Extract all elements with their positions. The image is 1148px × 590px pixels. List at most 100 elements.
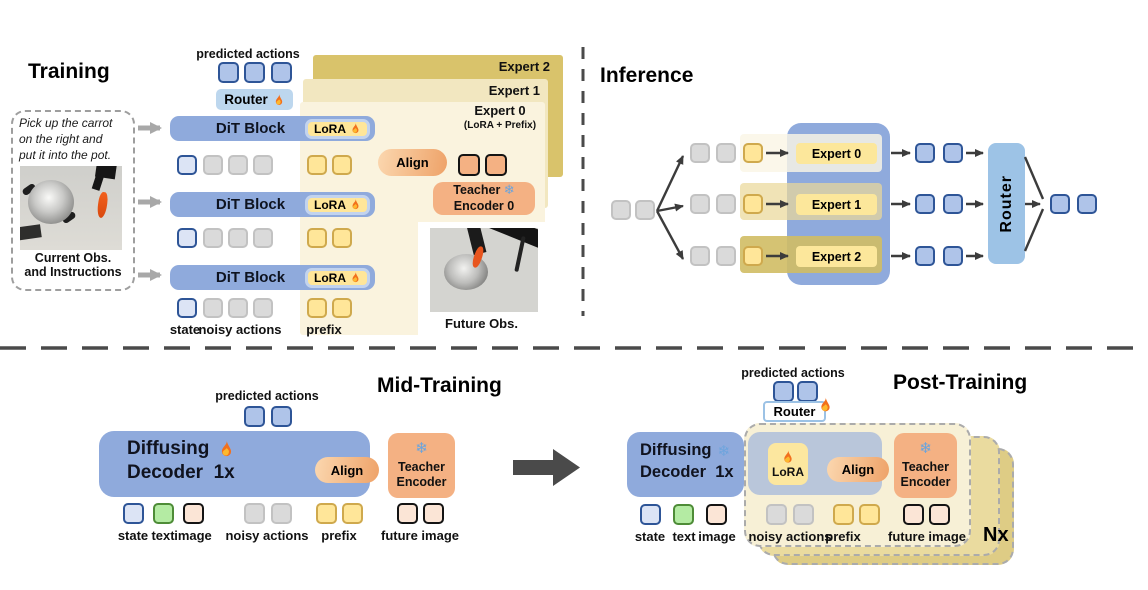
router-box: Router: [216, 89, 293, 110]
output-token: [915, 143, 935, 163]
input-token: [635, 200, 655, 220]
action-token: [797, 381, 818, 402]
action-token: [271, 62, 292, 83]
future-image-token: [903, 504, 924, 525]
flame-icon: [352, 122, 359, 134]
image-label: image: [698, 529, 736, 544]
noisy-token: [766, 504, 787, 525]
snowflake-icon: ❄: [503, 182, 515, 198]
action-token: [271, 406, 292, 427]
instruction-caption: Current Obs. and Instructions: [24, 251, 122, 280]
expert1-box: Expert 1: [796, 194, 877, 215]
prefix-token: [332, 228, 352, 248]
flame-icon: [352, 198, 359, 210]
align-pill: Align: [378, 149, 447, 176]
training-title: Training: [28, 60, 110, 83]
noisy-token: [793, 504, 814, 525]
input-token: [690, 194, 710, 214]
router-box: Router: [763, 401, 826, 422]
future-image-label: future image: [887, 529, 966, 544]
prefix-token: [743, 246, 763, 266]
robot-arm: [477, 228, 538, 250]
action-token: [244, 62, 265, 83]
expert2-box: Expert 2: [796, 246, 877, 267]
prefix-token: [342, 503, 363, 524]
predicted-actions-label: predicted actions: [741, 366, 845, 380]
expert0-label-group: Expert 0 (LoRA + Prefix): [425, 103, 575, 131]
future-image-label: future image: [380, 528, 459, 543]
text-token: [673, 504, 694, 525]
lora-badge: LoRA: [305, 194, 370, 215]
transition-arrow: [513, 449, 580, 486]
state-token: [177, 298, 197, 318]
state-token: [123, 503, 144, 524]
noisy-token: [228, 228, 248, 248]
flame-icon: [222, 439, 232, 457]
expert2-label: Expert 2: [498, 59, 550, 74]
instruction-text: Pick up the carrot on the right and put …: [19, 116, 113, 162]
future-image-token: [929, 504, 950, 525]
input-token: [716, 246, 736, 266]
flame-icon: [352, 271, 359, 283]
final-action-token: [1077, 194, 1097, 214]
future-feature-token: [485, 154, 507, 176]
noisy-actions-label: noisy actions: [198, 322, 282, 337]
state-token: [177, 228, 197, 248]
branch-arrow: [655, 210, 685, 260]
dit-block-2: DiT Block LoRA: [170, 192, 375, 217]
prefix-token: [743, 143, 763, 163]
pot: [28, 180, 74, 224]
input-token: [690, 143, 710, 163]
dit-block-3: DiT Block LoRA: [170, 265, 375, 290]
expert0-box: Expert 0: [796, 143, 877, 164]
noisy-token: [253, 298, 273, 318]
lora-box: LoRA: [768, 443, 808, 485]
branch-arrow: [656, 203, 684, 213]
noisy-token: [244, 503, 265, 524]
output-token: [943, 194, 963, 214]
prefix-token: [307, 228, 327, 248]
final-action-token: [1050, 194, 1070, 214]
image-token: [183, 503, 204, 524]
noisy-token: [271, 503, 292, 524]
gripper-finger: [91, 173, 105, 191]
noisy-token: [203, 155, 223, 175]
noisy-token: [253, 155, 273, 175]
flame-icon: [784, 449, 792, 463]
expert0-label: Expert 0: [474, 103, 526, 118]
post-training-title: Post-Training: [893, 371, 1028, 394]
prefix-token: [307, 298, 327, 318]
state-label: state: [634, 529, 666, 544]
action-token: [773, 381, 794, 402]
mid-training-title: Mid-Training: [377, 374, 502, 397]
noisy-token: [203, 228, 223, 248]
expert0-sub-label: (LoRA + Prefix): [463, 119, 537, 131]
teacher-encoder-box: ❄ Teacher Encoder: [894, 433, 957, 498]
noisy-actions-label: noisy actions: [225, 528, 309, 543]
state-token: [177, 155, 197, 175]
prefix-label: prefix: [321, 528, 357, 543]
noisy-token: [253, 228, 273, 248]
prefix-token: [332, 155, 352, 175]
future-obs-photo: [430, 228, 538, 312]
snowflake-icon: ❄: [415, 440, 428, 457]
current-obs-photo: [20, 166, 122, 250]
noisy-token: [203, 298, 223, 318]
input-token: [690, 246, 710, 266]
dark-object: [20, 224, 42, 241]
state-label: state: [169, 322, 201, 337]
text-label: text: [151, 528, 175, 543]
flame-icon: [821, 396, 830, 412]
dit-block-1: DiT Block LoRA: [170, 116, 375, 141]
teacher-encoder-0-box: Teacher ❄ Encoder 0: [433, 182, 535, 215]
align-pill: Align: [315, 457, 379, 483]
converge-line: [1023, 208, 1045, 252]
prefix-label: prefix: [306, 322, 342, 337]
future-feature-token: [458, 154, 480, 176]
noisy-token: [228, 155, 248, 175]
branch-arrow: [655, 155, 685, 212]
prefix-token: [307, 155, 327, 175]
carrot: [96, 191, 109, 219]
output-token: [943, 143, 963, 163]
expert1-label: Expert 1: [488, 83, 540, 98]
